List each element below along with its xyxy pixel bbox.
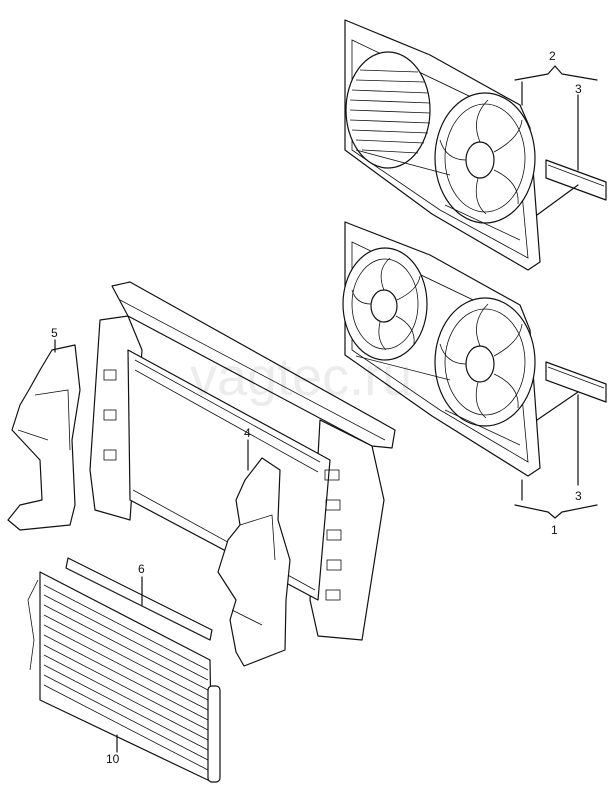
fan-lower-left (342, 247, 428, 361)
callout-label-2: 2 (549, 49, 556, 63)
seal-strip-upper (545, 159, 607, 201)
callout-label-4: 4 (244, 426, 251, 440)
condenser-receiver-dryer (207, 685, 221, 783)
frame-right-side-clips (324, 469, 342, 601)
callout-label-5: 5 (51, 326, 58, 340)
seal-strip-6 (65, 557, 213, 641)
ac-condenser (27, 571, 221, 783)
callout-leaders (54, 65, 598, 753)
callout-label-6: 6 (138, 562, 145, 576)
callout-label-3-upper: 3 (575, 82, 582, 96)
callout-label-1: 1 (551, 523, 558, 537)
callout-label-3-lower: 3 (575, 489, 582, 503)
seal-strip-lower (545, 361, 607, 403)
frame-left-side-clips (103, 369, 117, 461)
fan-assembly-lower (342, 221, 541, 477)
fan-lower-right (434, 297, 536, 427)
fan-shroud-louvers-upper (345, 51, 431, 169)
fan-assembly-upper (344, 19, 541, 271)
watermark: vagtec.ru (190, 347, 412, 407)
fan-upper (434, 92, 536, 224)
condenser-fins (43, 584, 209, 771)
callout-label-10: 10 (106, 752, 120, 766)
air-guide-right (217, 457, 291, 667)
